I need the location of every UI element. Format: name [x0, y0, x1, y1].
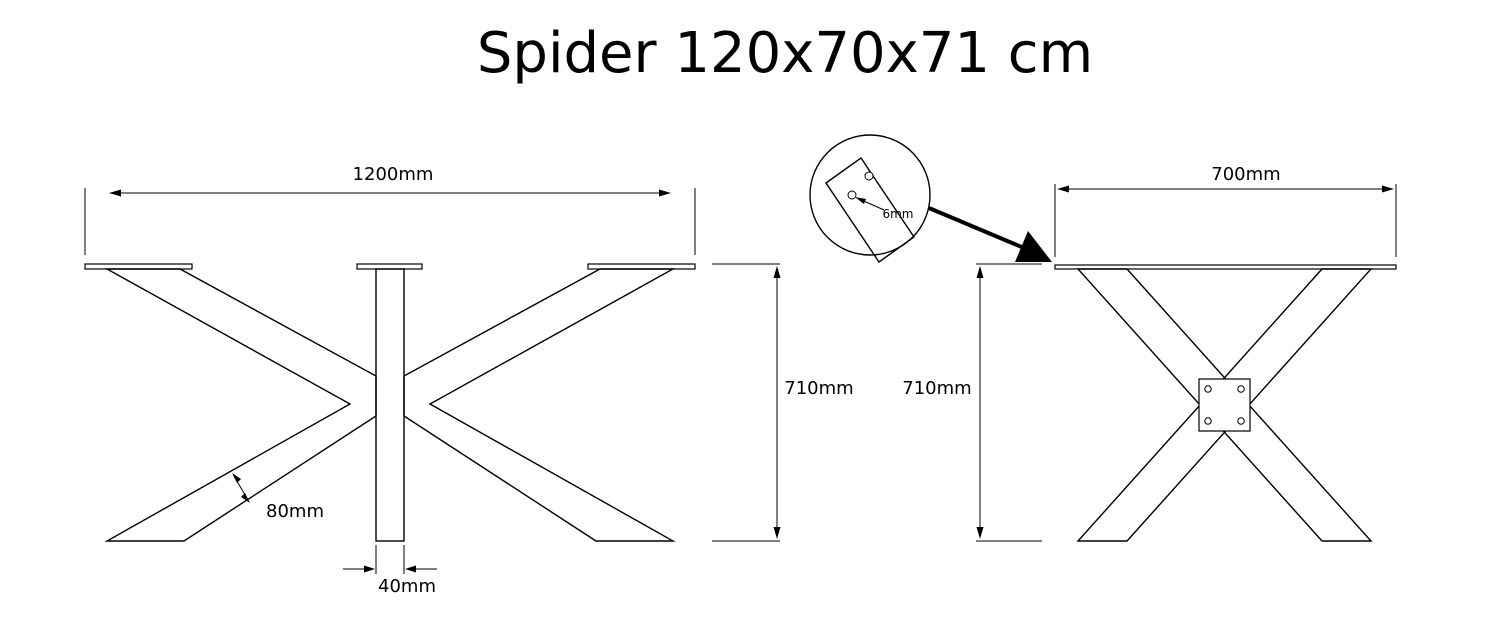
detail-hole-arrow [855, 197, 866, 204]
front-view: 700mm 710mm [902, 164, 1397, 542]
width-arrow-right [659, 189, 671, 197]
connector-bolt-1 [1204, 385, 1212, 393]
detail-hole-lower [847, 190, 857, 200]
right-top-plate [587, 263, 696, 270]
side-height-label: 710mm [784, 378, 853, 399]
side-width-label: 1200mm [353, 164, 434, 185]
front-height-arrow-bottom [976, 527, 984, 539]
connector-bolt-4 [1237, 417, 1245, 425]
detail-pointer-arrowhead [1015, 231, 1052, 262]
detail-callout: 6mm [809, 134, 1052, 263]
detail-plate [825, 157, 915, 263]
height-arrow-top [773, 266, 781, 278]
front-width-arrow-right [1382, 185, 1394, 193]
detail-hole-label: 6mm [882, 207, 913, 221]
column-arrow-left [364, 565, 375, 573]
right-leg [403, 268, 676, 542]
leg-width-arrow-top [232, 473, 241, 483]
detail-hole-upper [864, 171, 874, 181]
leg-width-arrow-bottom [241, 493, 250, 503]
front-top-plate [1054, 264, 1397, 270]
detail-pointer-line [928, 206, 1025, 250]
front-height-label: 710mm [902, 378, 971, 399]
connector-bolt-2 [1237, 385, 1245, 393]
left-top-plate [84, 263, 193, 270]
column-width-label: 40mm [378, 576, 436, 597]
front-leg-a [1076, 268, 1373, 542]
front-leg-b [1076, 268, 1373, 542]
column-arrow-right [405, 565, 416, 573]
left-leg [104, 268, 377, 542]
side-view: 1200mm 710mm 80mm 40mm [84, 164, 854, 597]
center-top-plate [356, 263, 423, 270]
page-title: Spider 120x70x71 cm [477, 21, 1093, 86]
leg-width-label: 80mm [266, 501, 324, 522]
front-height-arrow-top [976, 266, 984, 278]
width-arrow-left [109, 189, 121, 197]
center-column [375, 268, 405, 542]
front-width-label: 700mm [1211, 164, 1280, 185]
front-width-arrow-left [1057, 185, 1069, 193]
connector-bolt-3 [1204, 417, 1212, 425]
detail-circle [809, 134, 931, 256]
height-arrow-bottom [773, 527, 781, 539]
